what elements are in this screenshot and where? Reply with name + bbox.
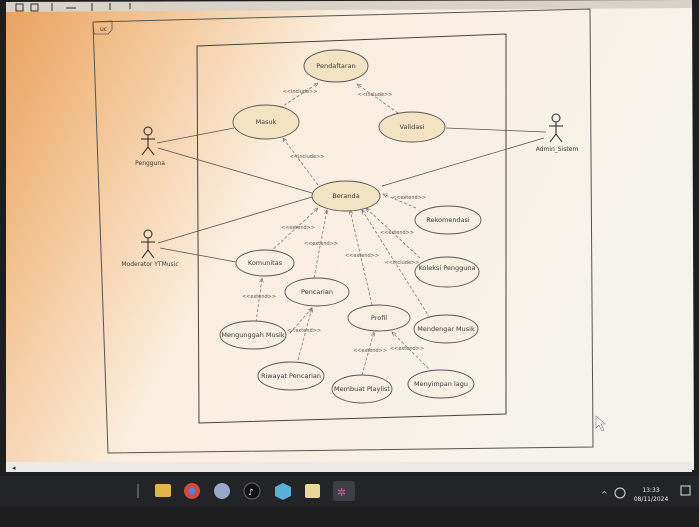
frame-label: uc <box>100 26 107 33</box>
svg-text:Riwayat Pencarian: Riwayat Pencarian <box>261 372 321 380</box>
use-case-pencarian: Pencarian <box>284 277 350 307</box>
notes-icon[interactable] <box>305 484 320 498</box>
use-case-riwayat: Riwayat Pencarian <box>257 361 325 391</box>
use-case-masuk: Masuk <box>232 104 300 140</box>
svg-text:Moderator YTMusic: Moderator YTMusic <box>121 261 178 268</box>
app-cube-icon[interactable] <box>275 483 291 500</box>
use-case-beranda: Beranda <box>311 180 381 212</box>
scroll-arrow-icon: ◂ <box>12 464 16 472</box>
svg-text:<<extend>>: <<extend>> <box>390 346 424 352</box>
svg-text:Menyimpan lagu: Menyimpan lagu <box>414 380 468 388</box>
svg-text:<<extend>>: <<extend>> <box>281 225 315 231</box>
use-case-profil: Profil <box>347 304 411 332</box>
svg-text:<<include>>: <<include>> <box>358 92 393 98</box>
clock-date[interactable]: 08/11/2024 <box>634 496 669 503</box>
scroll-strip <box>6 462 692 472</box>
svg-text:Rekomendasi: Rekomendasi <box>426 216 470 224</box>
file-explorer-icon[interactable] <box>155 484 171 497</box>
actor-moderator: Moderator YTMusic <box>121 229 179 268</box>
svg-text:Mengunggah Musik: Mengunggah Musik <box>221 331 284 339</box>
svg-text:Koleksi Pengguna: Koleksi Pengguna <box>418 264 475 272</box>
svg-text:Profil: Profil <box>371 314 387 322</box>
use-case-rekomendasi: Rekomendasi <box>414 205 482 235</box>
tiktok-icon[interactable] <box>243 482 261 500</box>
toolbar-strip <box>6 0 692 12</box>
associations <box>156 127 547 263</box>
svg-text:Membuat Playlist: Membuat Playlist <box>334 385 390 393</box>
use-case-menyimpan: Menyimpan lagu <box>407 369 475 399</box>
stereotype-labels: <<include>> <<include>> <<include>> <<ex… <box>242 89 426 354</box>
svg-text:Beranda: Beranda <box>332 192 359 200</box>
tray-chevron-icon[interactable]: ^ <box>601 490 608 499</box>
system-boundary <box>196 33 507 424</box>
clock-time[interactable]: 13:33 <box>642 487 659 494</box>
svg-text:<<include>>: <<include>> <box>385 260 420 266</box>
svg-text:Admin_Sistem: Admin_Sistem <box>536 146 579 153</box>
frame-tab <box>92 20 113 35</box>
svg-text:<<extend>>: <<extend>> <box>380 230 414 236</box>
use-case-mengunggah: Mengunggah Musik <box>219 320 287 350</box>
toolbar-icons <box>15 3 131 12</box>
actor-admin: Admin_Sistem <box>536 113 579 153</box>
diagram-frame <box>92 8 594 454</box>
use-case-koleksi: Koleksi Pengguna <box>414 256 480 288</box>
notification-icon[interactable] <box>680 485 691 496</box>
taskbar-apps[interactable]: ♪ ✲ <box>137 481 355 501</box>
app-icon[interactable] <box>214 483 230 499</box>
dependencies <box>255 83 433 376</box>
svg-text:<<include>>: <<include>> <box>290 154 325 160</box>
mouse-cursor-icon <box>595 415 606 432</box>
globe-icon[interactable] <box>614 487 626 499</box>
svg-text:Mendengar Musik: Mendengar Musik <box>417 325 475 333</box>
svg-text:<<extend>>: <<extend>> <box>242 294 276 300</box>
use-case-playlist: Membuat Playlist <box>331 374 393 404</box>
astah-icon: ✲ <box>337 486 346 499</box>
svg-text:<<include>>: <<include>> <box>283 89 318 95</box>
svg-text:<<extend>>: <<extend>> <box>392 195 426 201</box>
svg-text:Pencarian: Pencarian <box>301 288 333 296</box>
svg-text:Validasi: Validasi <box>400 123 425 131</box>
svg-text:♪: ♪ <box>248 488 254 498</box>
svg-text:<<extend>>: <<extend>> <box>345 253 379 259</box>
actor-pengguna: Pengguna <box>135 126 165 167</box>
use-case-mendengar: Mendengar Musik <box>413 314 479 344</box>
svg-text:<<extend>>: <<extend>> <box>287 328 321 334</box>
use-case-pendaftaran: Pendaftaran <box>303 49 369 83</box>
active-app-button[interactable] <box>333 481 355 501</box>
svg-text:Pengguna: Pengguna <box>135 160 165 167</box>
svg-text:Masuk: Masuk <box>256 118 277 126</box>
use-case-komunitas: Komunitas <box>235 249 295 277</box>
svg-text:Komunitas: Komunitas <box>248 259 283 267</box>
use-case-validasi: Validasi <box>378 111 446 143</box>
screen <box>6 0 694 472</box>
svg-text:Pendaftaran: Pendaftaran <box>316 62 355 70</box>
svg-text:<<extend>>: <<extend>> <box>304 241 338 247</box>
svg-text:<<extend>>: <<extend>> <box>353 348 387 354</box>
